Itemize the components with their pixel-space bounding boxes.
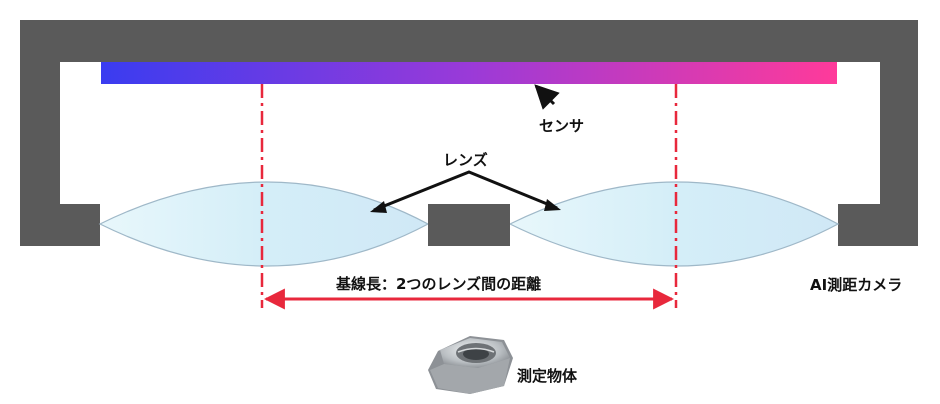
left-lens (98, 181, 430, 267)
lens-center-block (428, 204, 510, 246)
hex-nut-icon (428, 336, 513, 394)
right-lens-arrowhead (544, 199, 561, 211)
sensor-bar (101, 62, 837, 84)
sensor-pointer-arrow (534, 84, 560, 110)
object-label: 測定物体 (517, 367, 578, 385)
camera-label: AI測距カメラ (810, 276, 902, 294)
lens-pointer-arrows (373, 170, 558, 212)
left-lens-arrowhead (370, 201, 387, 213)
sensor-label: センサ (539, 117, 584, 135)
camera-housing (20, 20, 918, 246)
right-lens (508, 181, 840, 267)
lens-label: レンズ (443, 151, 488, 169)
baseline-label: 基線長：2つのレンズ間の距離 (335, 275, 541, 293)
